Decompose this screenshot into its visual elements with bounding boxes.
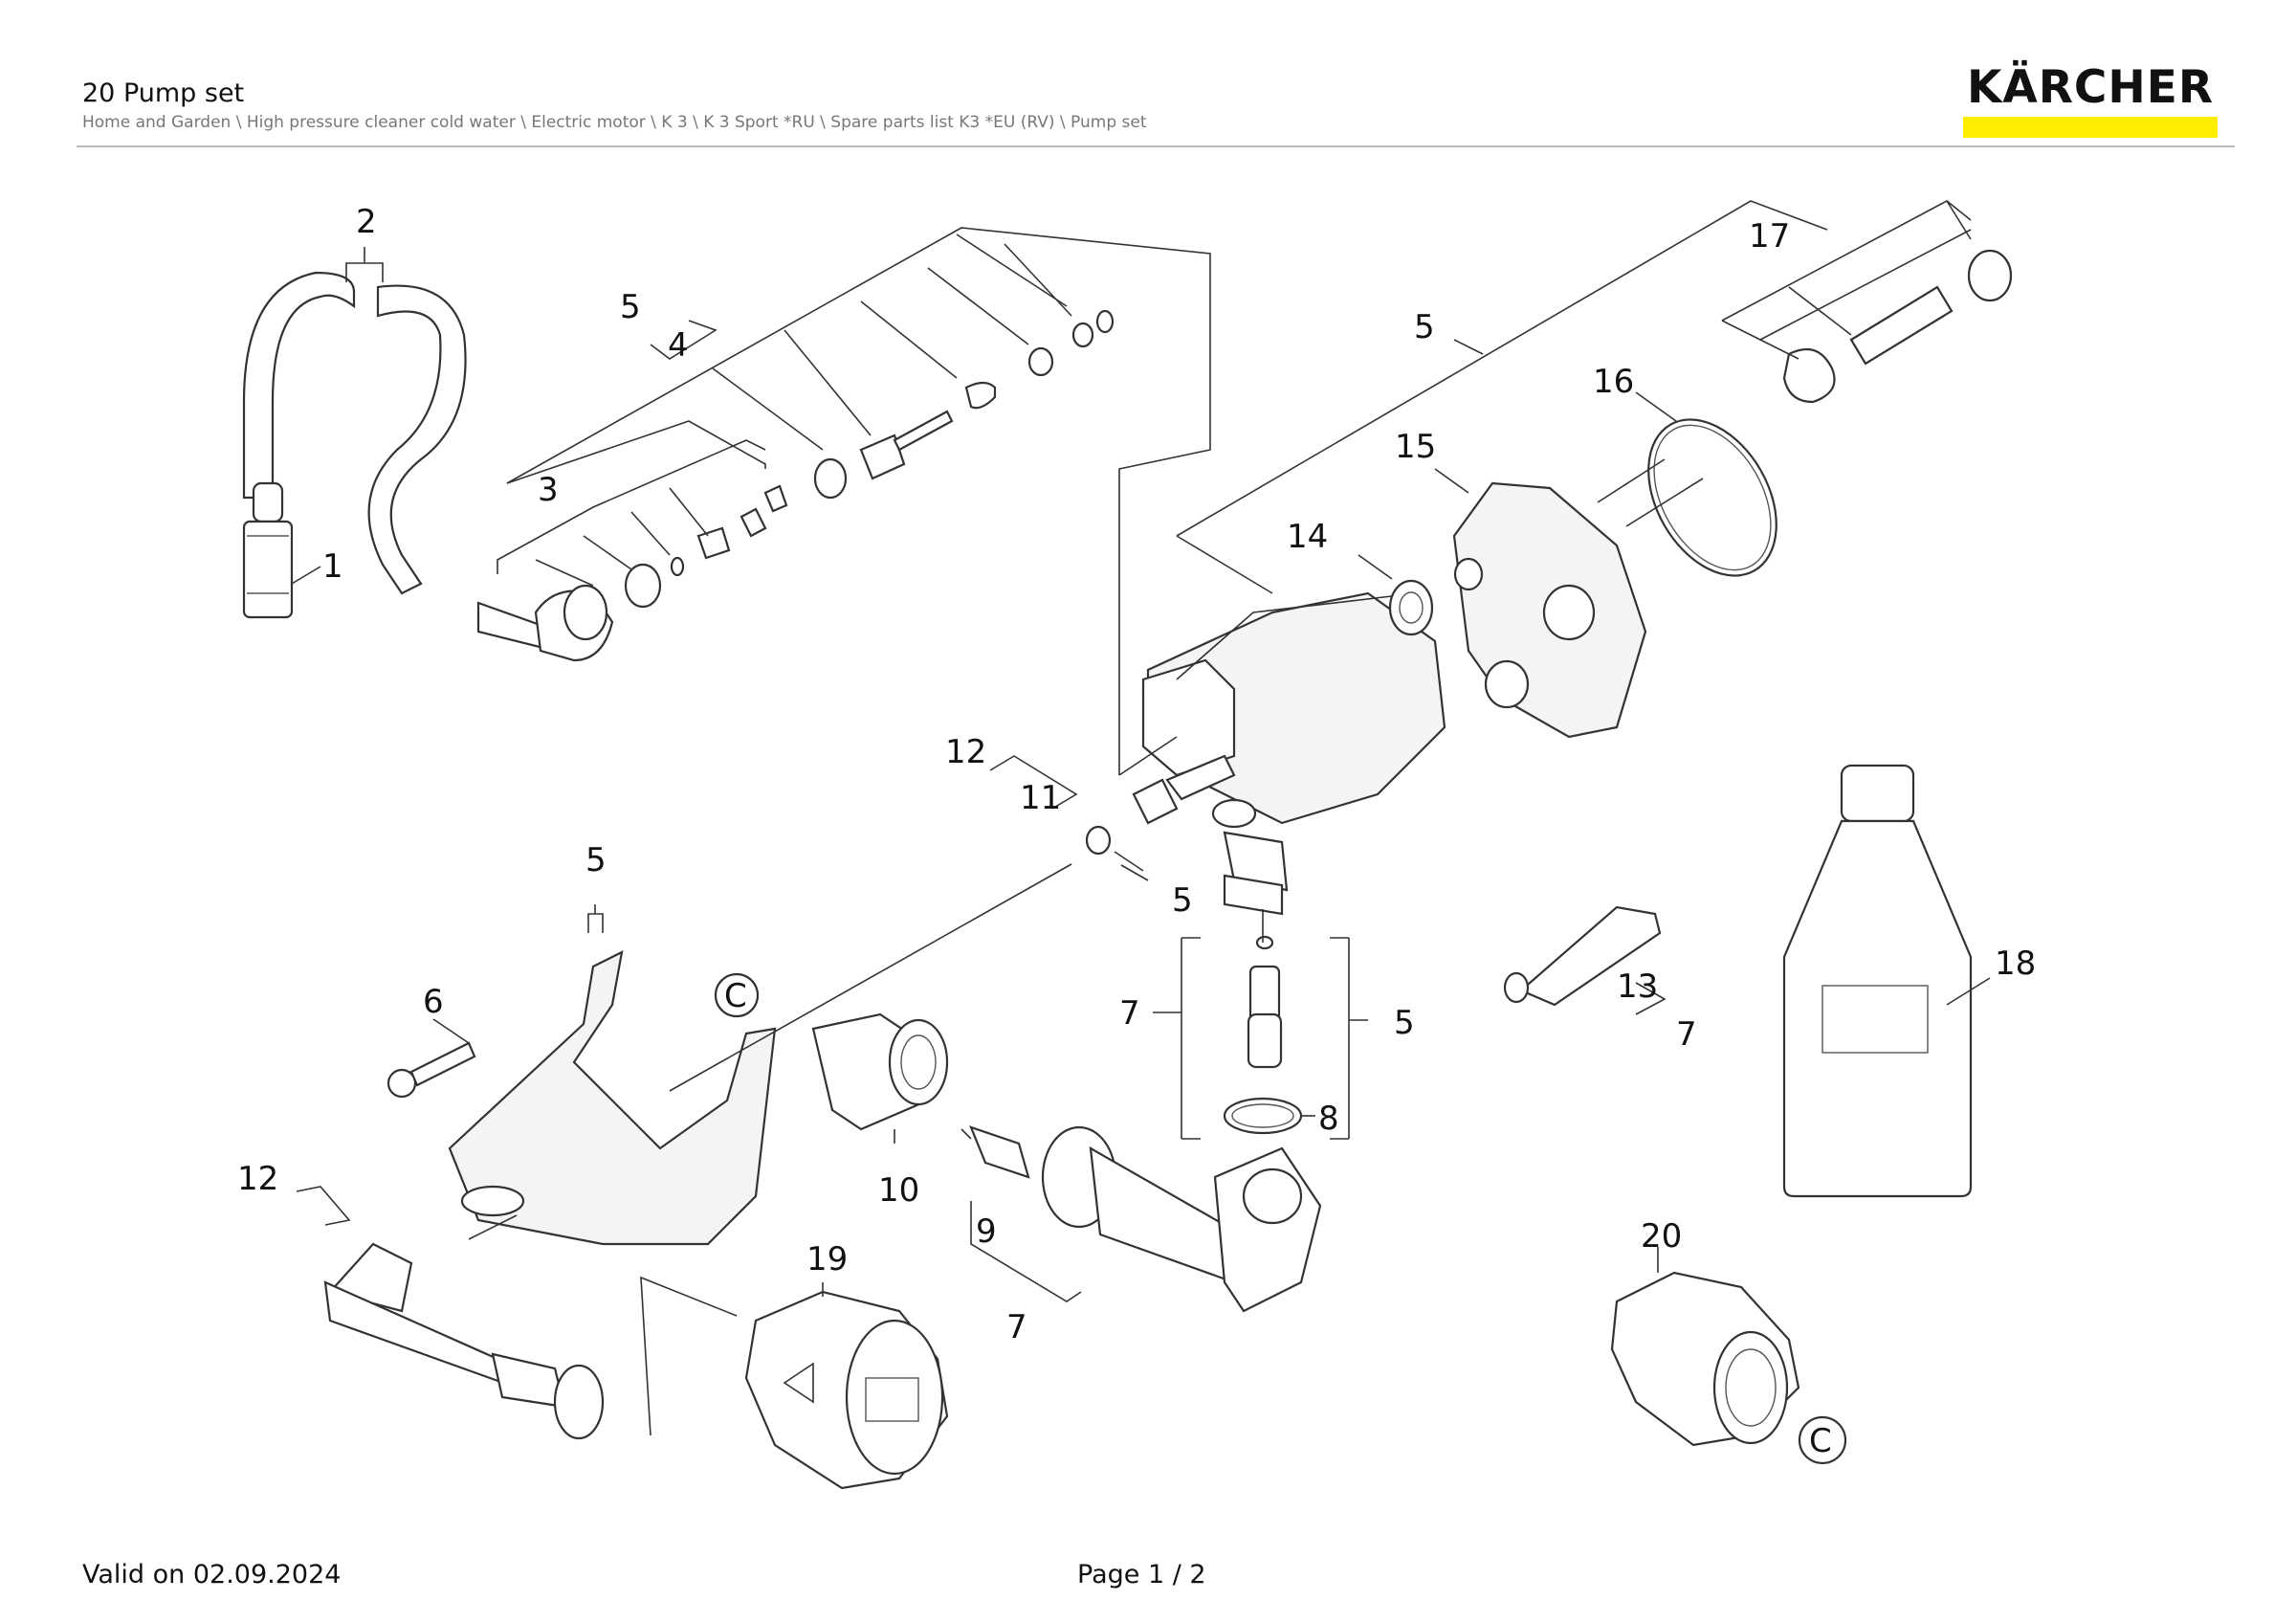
leader-5-housing-b [1176, 535, 1273, 594]
part-17-spring-assembly [1721, 200, 2013, 404]
part-2-hose [242, 247, 467, 595]
part-6-screw [386, 1018, 476, 1099]
callout-10: 10 [878, 1171, 919, 1210]
leader-5-mid [1453, 339, 1484, 355]
part-8-o-ring [1223, 1097, 1315, 1135]
callout-5: 5 [620, 288, 641, 326]
mounting-bracket [448, 904, 777, 1246]
callout-17: 17 [1749, 217, 1790, 256]
part-18-oil-bottle [1782, 764, 1991, 1198]
callout-1: 1 [322, 547, 343, 586]
exploded-parts-diagram: C [237, 200, 2036, 1490]
part-10-union-nut: C [669, 863, 1072, 1144]
valid-date: Valid on 02.09.2024 [82, 1560, 342, 1590]
callout-19: 19 [806, 1240, 848, 1278]
part-20-quick-coupling: C [1610, 1247, 1847, 1465]
callout-7: 7 [1676, 1015, 1697, 1054]
page-number: Page 1 / 2 [1077, 1560, 1206, 1590]
callout-5: 5 [585, 841, 607, 879]
callout-12: 12 [237, 1160, 278, 1198]
callout-6: 6 [423, 983, 444, 1021]
part-7-valve-insert [1153, 909, 1368, 1140]
callout-20: 20 [1641, 1217, 1682, 1256]
callout-5: 5 [1394, 1004, 1415, 1042]
part-4-piston-assembly [506, 227, 1211, 775]
logo-wordmark: KÄRCHER [1966, 61, 2215, 114]
callout-7: 7 [1119, 994, 1140, 1033]
part-7-pressure-pipe [970, 1125, 1322, 1313]
page-title: 20 Pump set [82, 78, 245, 108]
callout-8: 8 [1318, 1100, 1339, 1138]
leader-5-housing [1176, 200, 1828, 537]
callout-9: 9 [976, 1212, 997, 1251]
callout-18: 18 [1995, 945, 2036, 983]
callout-14: 14 [1287, 518, 1328, 556]
part-13-grease-tube [1503, 905, 1667, 1015]
callout-12: 12 [945, 733, 986, 771]
part-11-o-ring [989, 755, 1149, 881]
karcher-logo: KÄRCHER [1963, 63, 2218, 138]
part-12-outlet-tube [296, 1186, 738, 1440]
callout-5: 5 [1414, 308, 1435, 346]
header-divider [77, 145, 2235, 147]
callout-13: 13 [1617, 967, 1658, 1006]
callout-4: 4 [668, 326, 689, 365]
part-1-filter [242, 481, 321, 619]
part-14-seal [1358, 554, 1434, 636]
part-3-valve-assembly [476, 420, 788, 662]
part-19-coupling [744, 1282, 949, 1490]
logo-yellow-bar [1963, 117, 2218, 138]
svg-text:C: C [724, 977, 747, 1015]
svg-text:C: C [1809, 1422, 1832, 1460]
part-16-o-ring [1597, 391, 1777, 577]
part-9-check-valve [960, 1125, 1030, 1179]
callout-7: 7 [1006, 1308, 1027, 1346]
breadcrumb: Home and Garden \ High pressure cleaner … [82, 113, 1147, 132]
callout-15: 15 [1395, 428, 1436, 466]
callout-16: 16 [1593, 363, 1634, 401]
callout-2: 2 [356, 203, 377, 241]
callout-labels: 2 1 5 4 3 5 17 16 15 14 12 11 5 5 6 7 5 … [237, 203, 2036, 1346]
pump-housing [1118, 591, 1446, 916]
callout-11: 11 [1020, 779, 1061, 817]
callout-3: 3 [538, 471, 559, 509]
part-15-cylinder-head [1434, 468, 1647, 739]
callout-5: 5 [1172, 881, 1193, 920]
